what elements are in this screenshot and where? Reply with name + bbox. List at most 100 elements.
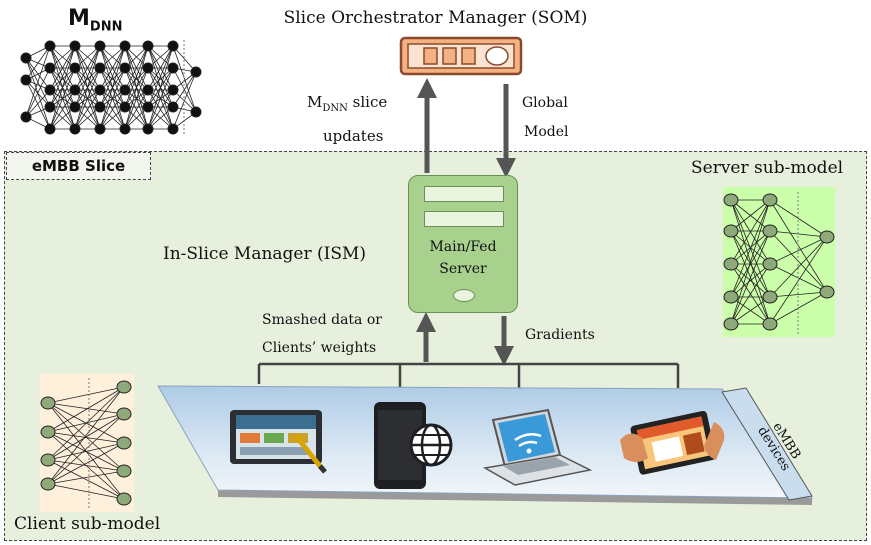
network-edge bbox=[730, 230, 771, 325]
tablet-hands-icon bbox=[620, 410, 725, 475]
network-edge bbox=[730, 199, 771, 265]
network-edge bbox=[74, 89, 101, 130]
network-node bbox=[94, 62, 106, 74]
network-node bbox=[762, 257, 778, 271]
network-edge bbox=[147, 67, 174, 130]
network-node bbox=[116, 492, 132, 506]
network-edge bbox=[147, 45, 174, 91]
network-edge bbox=[47, 459, 125, 472]
laptop-wifi-icon bbox=[482, 408, 593, 486]
network-edge bbox=[74, 45, 101, 69]
server-submodel-diagram bbox=[723, 187, 835, 337]
network-node bbox=[819, 230, 835, 244]
network-edge bbox=[47, 413, 125, 461]
network-edge bbox=[25, 79, 51, 130]
embb-devices-strip bbox=[721, 387, 813, 501]
network-edge bbox=[47, 386, 125, 433]
network-node bbox=[167, 101, 179, 113]
client-submodel-title: Client sub-model bbox=[14, 514, 161, 534]
network-node bbox=[44, 84, 56, 96]
som-title: Slice Orchestrator Manager (SOM) bbox=[283, 8, 588, 28]
network-node bbox=[44, 40, 56, 52]
network-node bbox=[119, 123, 131, 135]
ism-title: In-Slice Manager (ISM) bbox=[163, 244, 367, 264]
network-edge bbox=[49, 106, 76, 130]
network-edge bbox=[47, 442, 125, 485]
network-node bbox=[119, 84, 131, 96]
network-node bbox=[762, 193, 778, 207]
network-edge bbox=[172, 45, 197, 113]
network-edge bbox=[124, 45, 149, 91]
network-node bbox=[762, 290, 778, 304]
network-node bbox=[44, 62, 56, 74]
device-bus bbox=[257, 362, 680, 388]
network-node bbox=[94, 101, 106, 113]
network-node bbox=[116, 464, 132, 478]
network-edge bbox=[730, 199, 771, 232]
network-node bbox=[40, 477, 56, 491]
som-device-icon bbox=[399, 36, 523, 76]
network-node bbox=[40, 425, 56, 439]
network-edge bbox=[74, 106, 101, 130]
network-edge bbox=[172, 45, 197, 73]
network-edge bbox=[49, 45, 76, 91]
network-node bbox=[167, 123, 179, 135]
network-edge bbox=[49, 67, 76, 91]
mdnn-update-label-sub: DNN bbox=[322, 103, 348, 114]
server-label-line1: Main/Fed bbox=[429, 239, 497, 255]
network-edge bbox=[25, 89, 51, 118]
network-node bbox=[119, 40, 131, 52]
network-edge bbox=[147, 89, 174, 130]
network-edge bbox=[124, 67, 149, 130]
network-node bbox=[20, 52, 32, 64]
network-node bbox=[167, 62, 179, 74]
network-node bbox=[119, 62, 131, 74]
network-edge bbox=[147, 45, 174, 69]
network-edge bbox=[74, 45, 101, 108]
network-edge bbox=[124, 45, 149, 108]
mdnn-update-label: MDNN slice bbox=[307, 93, 387, 114]
network-edge bbox=[25, 67, 51, 118]
network-node bbox=[44, 123, 56, 135]
network-edge bbox=[99, 67, 126, 91]
network-node bbox=[723, 317, 739, 331]
network-edge bbox=[99, 45, 126, 69]
network-node bbox=[142, 101, 154, 113]
network-edge bbox=[730, 199, 771, 325]
network-edge bbox=[47, 386, 125, 485]
server-label-line2: Server bbox=[439, 261, 487, 277]
network-edge bbox=[47, 459, 125, 500]
network-edge bbox=[47, 442, 125, 461]
network-node bbox=[142, 84, 154, 96]
updates-label: updates bbox=[323, 127, 384, 145]
network-edge bbox=[49, 45, 76, 69]
network-node bbox=[190, 106, 202, 118]
smartphone-globe-icon bbox=[374, 402, 453, 489]
mdnn-title: MDNN bbox=[68, 6, 122, 34]
network-node bbox=[94, 123, 106, 135]
network-edge bbox=[47, 386, 125, 404]
network-edge bbox=[74, 67, 101, 91]
gradients-label: Gradients bbox=[525, 327, 595, 343]
network-node bbox=[69, 101, 81, 113]
network-edge bbox=[147, 67, 174, 91]
network-edge bbox=[47, 413, 125, 485]
network-edge bbox=[147, 45, 174, 108]
network-node bbox=[723, 193, 739, 207]
network-node bbox=[116, 380, 132, 394]
network-edge bbox=[74, 45, 101, 130]
network-edge bbox=[25, 45, 51, 81]
network-edge bbox=[47, 483, 125, 500]
network-node bbox=[69, 123, 81, 135]
tablet-icon bbox=[230, 410, 327, 474]
network-edge bbox=[49, 89, 76, 130]
network-edge bbox=[99, 106, 126, 130]
network-edge bbox=[99, 67, 126, 130]
client-submodel-diagram bbox=[40, 374, 134, 512]
main-fed-server: Main/Fed Server bbox=[408, 175, 518, 313]
server-led-icon bbox=[453, 289, 475, 302]
network-node bbox=[116, 436, 132, 450]
global-label: Global bbox=[522, 95, 568, 111]
network-node bbox=[40, 453, 56, 467]
server-slot-bottom bbox=[424, 211, 504, 227]
